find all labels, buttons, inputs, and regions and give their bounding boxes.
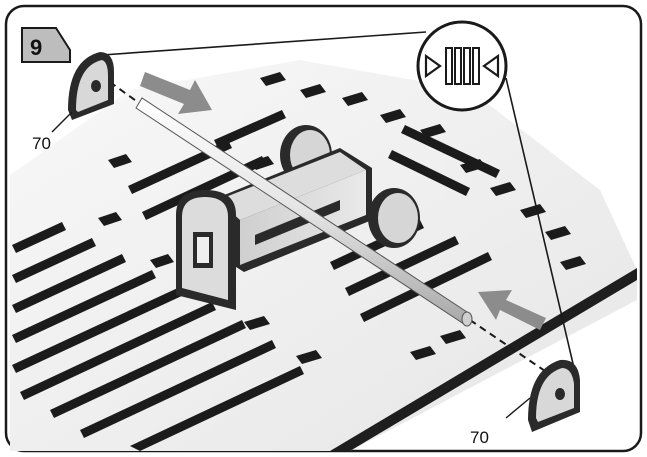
push-together-icon [418, 22, 506, 110]
part-number-right: 70 [470, 428, 489, 447]
step-number: 9 [30, 35, 42, 60]
part-number-left: 70 [32, 134, 51, 153]
